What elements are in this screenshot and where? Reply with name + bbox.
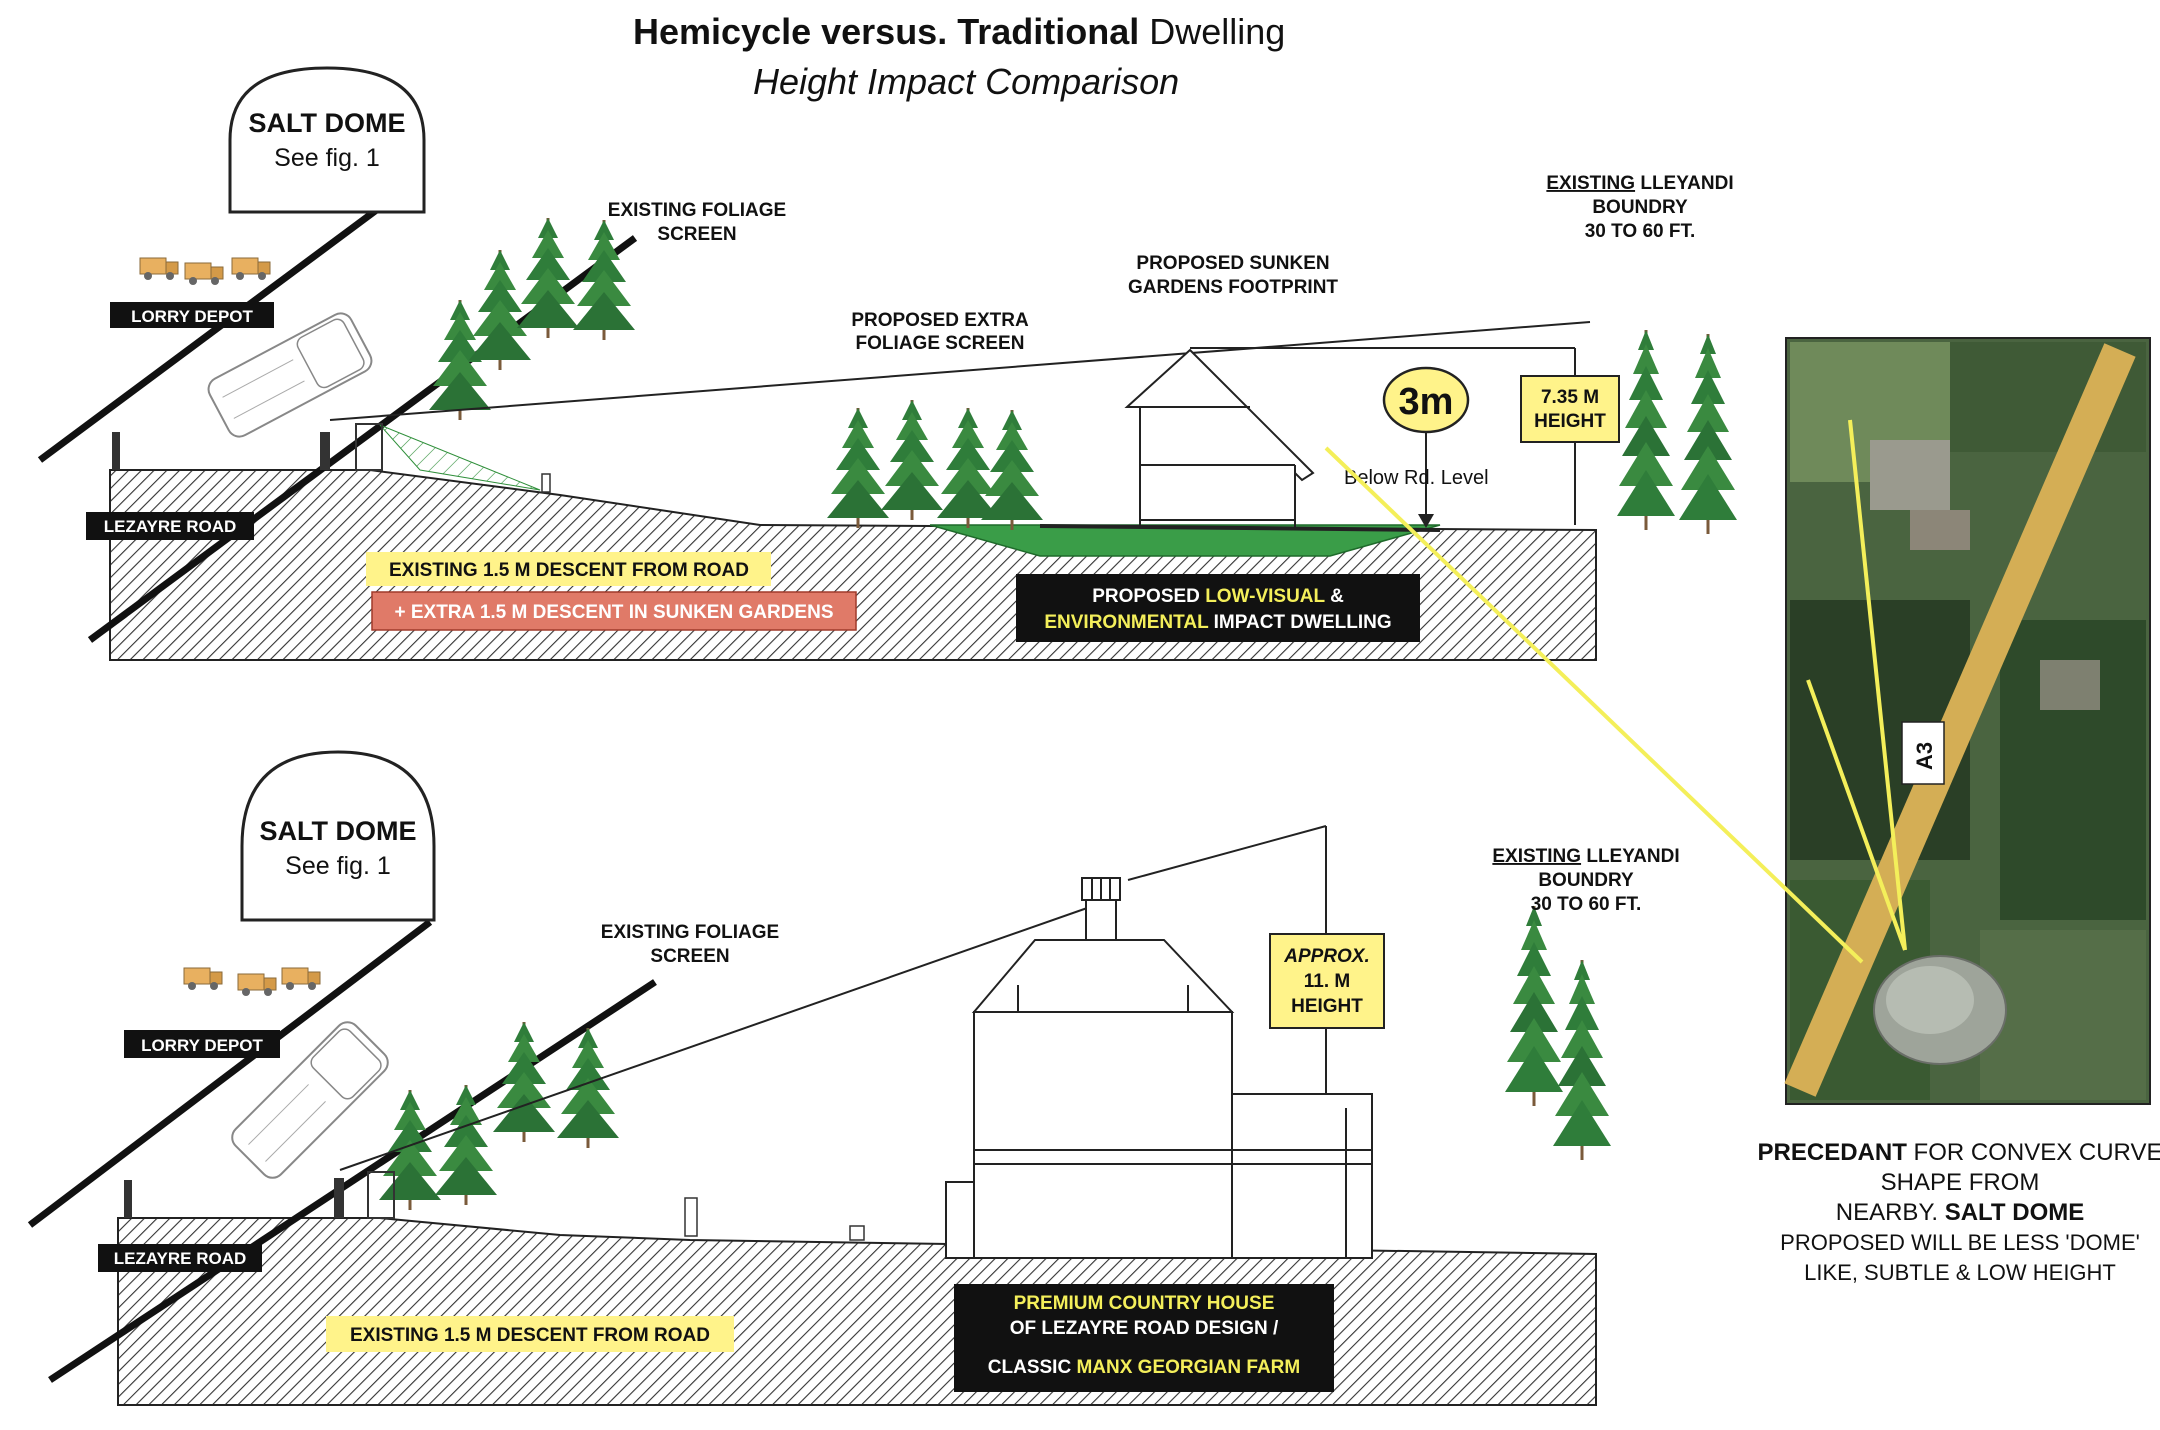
top-descent-label: EXISTING 1.5 M DESCENT FROM ROAD — [389, 560, 749, 581]
bottom-foliage-label-2: SCREEN — [650, 946, 729, 967]
bottom-road-label: LEZAYRE ROAD — [114, 1249, 247, 1268]
top-lorry-depot-label: LORRY DEPOT — [131, 307, 253, 326]
bottom-existing-tree — [433, 1083, 499, 1207]
bottom-height-tag — [1269, 933, 1385, 1029]
top-proposed-dwelling — [1124, 348, 1315, 527]
bottom-lorry-depot-tag — [124, 1030, 280, 1058]
top-boundary-label-3: 30 TO 60 FT. — [1585, 221, 1696, 242]
bottom-salt-dome-badge: SALT DOME See fig. 1 — [240, 750, 436, 922]
top-descent-tag — [366, 552, 771, 586]
top-boundary-tree — [1615, 328, 1677, 532]
top-dwelling-tag — [1016, 574, 1420, 642]
bottom-descent-label: EXISTING 1.5 M DESCENT FROM ROAD — [350, 1325, 710, 1346]
below-level-label: Below Rd. Level — [1344, 467, 1489, 489]
top-truck-sketch — [207, 312, 373, 438]
top-extra-descent-label: + EXTRA 1.5 M DESCENT IN SUNKEN GARDENS — [394, 602, 833, 623]
bottom-existing-tree — [555, 1026, 621, 1150]
svg-text:See fig. 1: See fig. 1 — [274, 144, 380, 172]
lorry-icon — [237, 973, 277, 997]
bottom-boundary-label-1: EXISTING LLEYANDI — [1492, 846, 1679, 867]
connector-line — [1324, 446, 1864, 964]
diagram-subtitle: Height Impact Comparison — [753, 61, 1179, 102]
top-extra-descent-tag — [371, 591, 857, 631]
top-sunken-garden — [929, 524, 1441, 557]
bottom-existing-tree — [377, 1088, 443, 1212]
bottom-truck-sketch — [231, 1021, 389, 1179]
diagram-title: Hemicycle versus. Traditional Dwelling — [633, 11, 1285, 52]
depth-badge-label: 3m — [1399, 381, 1454, 423]
top-boundary-label-1: EXISTING LLEYANDI — [1546, 173, 1733, 194]
top-existing-tree — [515, 216, 581, 340]
bottom-height-label-1: APPROX. — [1283, 946, 1370, 967]
top-road-tag — [86, 512, 254, 540]
top-sunken-label-2: GARDENS FOOTPRINT — [1128, 277, 1338, 298]
top-extra-tree — [879, 398, 945, 522]
bottom-traditional-house — [945, 877, 1373, 1259]
top-foliage-label-2: SCREEN — [657, 224, 736, 245]
aerial-caption: PRECEDANT FOR CONVEX CURVE SHAPE FROM NE… — [1758, 1139, 2160, 1285]
top-height-tag — [1520, 375, 1620, 443]
lorry-icon — [183, 967, 223, 991]
aerial-road-tag — [1901, 721, 1945, 785]
svg-text:PROPOSED WILL BE LESS 'DOME': PROPOSED WILL BE LESS 'DOME' — [1780, 1230, 2140, 1255]
top-extra-foliage-label-2: FOLIAGE SCREEN — [856, 333, 1025, 354]
bottom-height-label-2: 11. M — [1304, 971, 1350, 992]
top-boundary-tree — [1677, 332, 1739, 536]
top-height-label-2: HEIGHT — [1534, 411, 1606, 432]
top-height-label-1: 7.35 M — [1541, 387, 1599, 408]
bottom-height-label-3: HEIGHT — [1291, 996, 1363, 1017]
lorry-icon — [184, 262, 224, 286]
svg-text:LIKE, SUBTLE & LOW HEIGHT: LIKE, SUBTLE & LOW HEIGHT — [1804, 1260, 2116, 1285]
aerial-photo: A3 — [1784, 337, 2151, 1105]
top-existing-tree — [467, 248, 533, 372]
bottom-ground-section — [117, 1217, 1597, 1406]
bottom-boundary-tree — [1551, 958, 1613, 1162]
top-salt-dome-badge: SALT DOME See fig. 1 — [228, 66, 426, 214]
bottom-boundary-label-2: BOUNDRY — [1538, 870, 1634, 891]
svg-text:SHAPE FROM: SHAPE FROM — [1881, 1169, 2040, 1196]
svg-text:SALT DOME: SALT DOME — [260, 816, 417, 846]
bottom-house-label-1: PREMIUM COUNTRY HOUSE — [1014, 1293, 1275, 1314]
aerial-road — [1784, 343, 2136, 1097]
top-dwelling-label-2: ENVIRONMENTAL IMPACT DWELLING — [1044, 612, 1391, 633]
top-section: 3m Below Rd. Level — [37, 197, 1739, 661]
top-lorry-depot-tag — [110, 302, 274, 328]
lorry-icon — [281, 967, 321, 991]
lorry-icon — [139, 257, 179, 281]
top-dwelling-label-1: PROPOSED LOW-VISUAL & — [1092, 586, 1344, 607]
svg-text:PRECEDANT FOR CONVEX CURVE: PRECEDANT FOR CONVEX CURVE — [1758, 1139, 2160, 1166]
bottom-boundary-tree — [1503, 904, 1565, 1108]
bottom-boundary-label-3: 30 TO 60 FT. — [1531, 894, 1642, 915]
bottom-house-label-3: CLASSIC MANX GEORGIAN FARM — [988, 1357, 1300, 1378]
top-extra-foliage-label-1: PROPOSED EXTRA — [851, 310, 1029, 331]
bottom-foliage-label-1: EXISTING FOLIAGE — [601, 922, 779, 943]
top-road-label: LEZAYRE ROAD — [104, 517, 237, 536]
top-sunken-label-1: PROPOSED SUNKEN — [1136, 253, 1329, 274]
bottom-house-tag — [954, 1284, 1334, 1392]
svg-text:NEARBY. SALT DOME: NEARBY. SALT DOME — [1836, 1199, 2084, 1226]
svg-text:SALT DOME: SALT DOME — [249, 108, 406, 138]
bottom-descent-tag — [326, 1316, 734, 1352]
bottom-lorry-depot-label: LORRY DEPOT — [141, 1036, 263, 1055]
svg-text:See fig. 1: See fig. 1 — [285, 852, 391, 880]
top-foliage-label-1: EXISTING FOLIAGE — [608, 200, 786, 221]
top-boundary-label-2: BOUNDRY — [1592, 197, 1688, 218]
aerial-road-label: A3 — [1912, 742, 1937, 770]
bottom-road-tag — [98, 1244, 262, 1272]
top-extra-tree — [825, 406, 891, 530]
top-extra-tree — [979, 408, 1045, 532]
lorry-icon — [231, 257, 271, 281]
bottom-house-label-2: OF LEZAYRE ROAD DESIGN / — [1010, 1318, 1279, 1339]
